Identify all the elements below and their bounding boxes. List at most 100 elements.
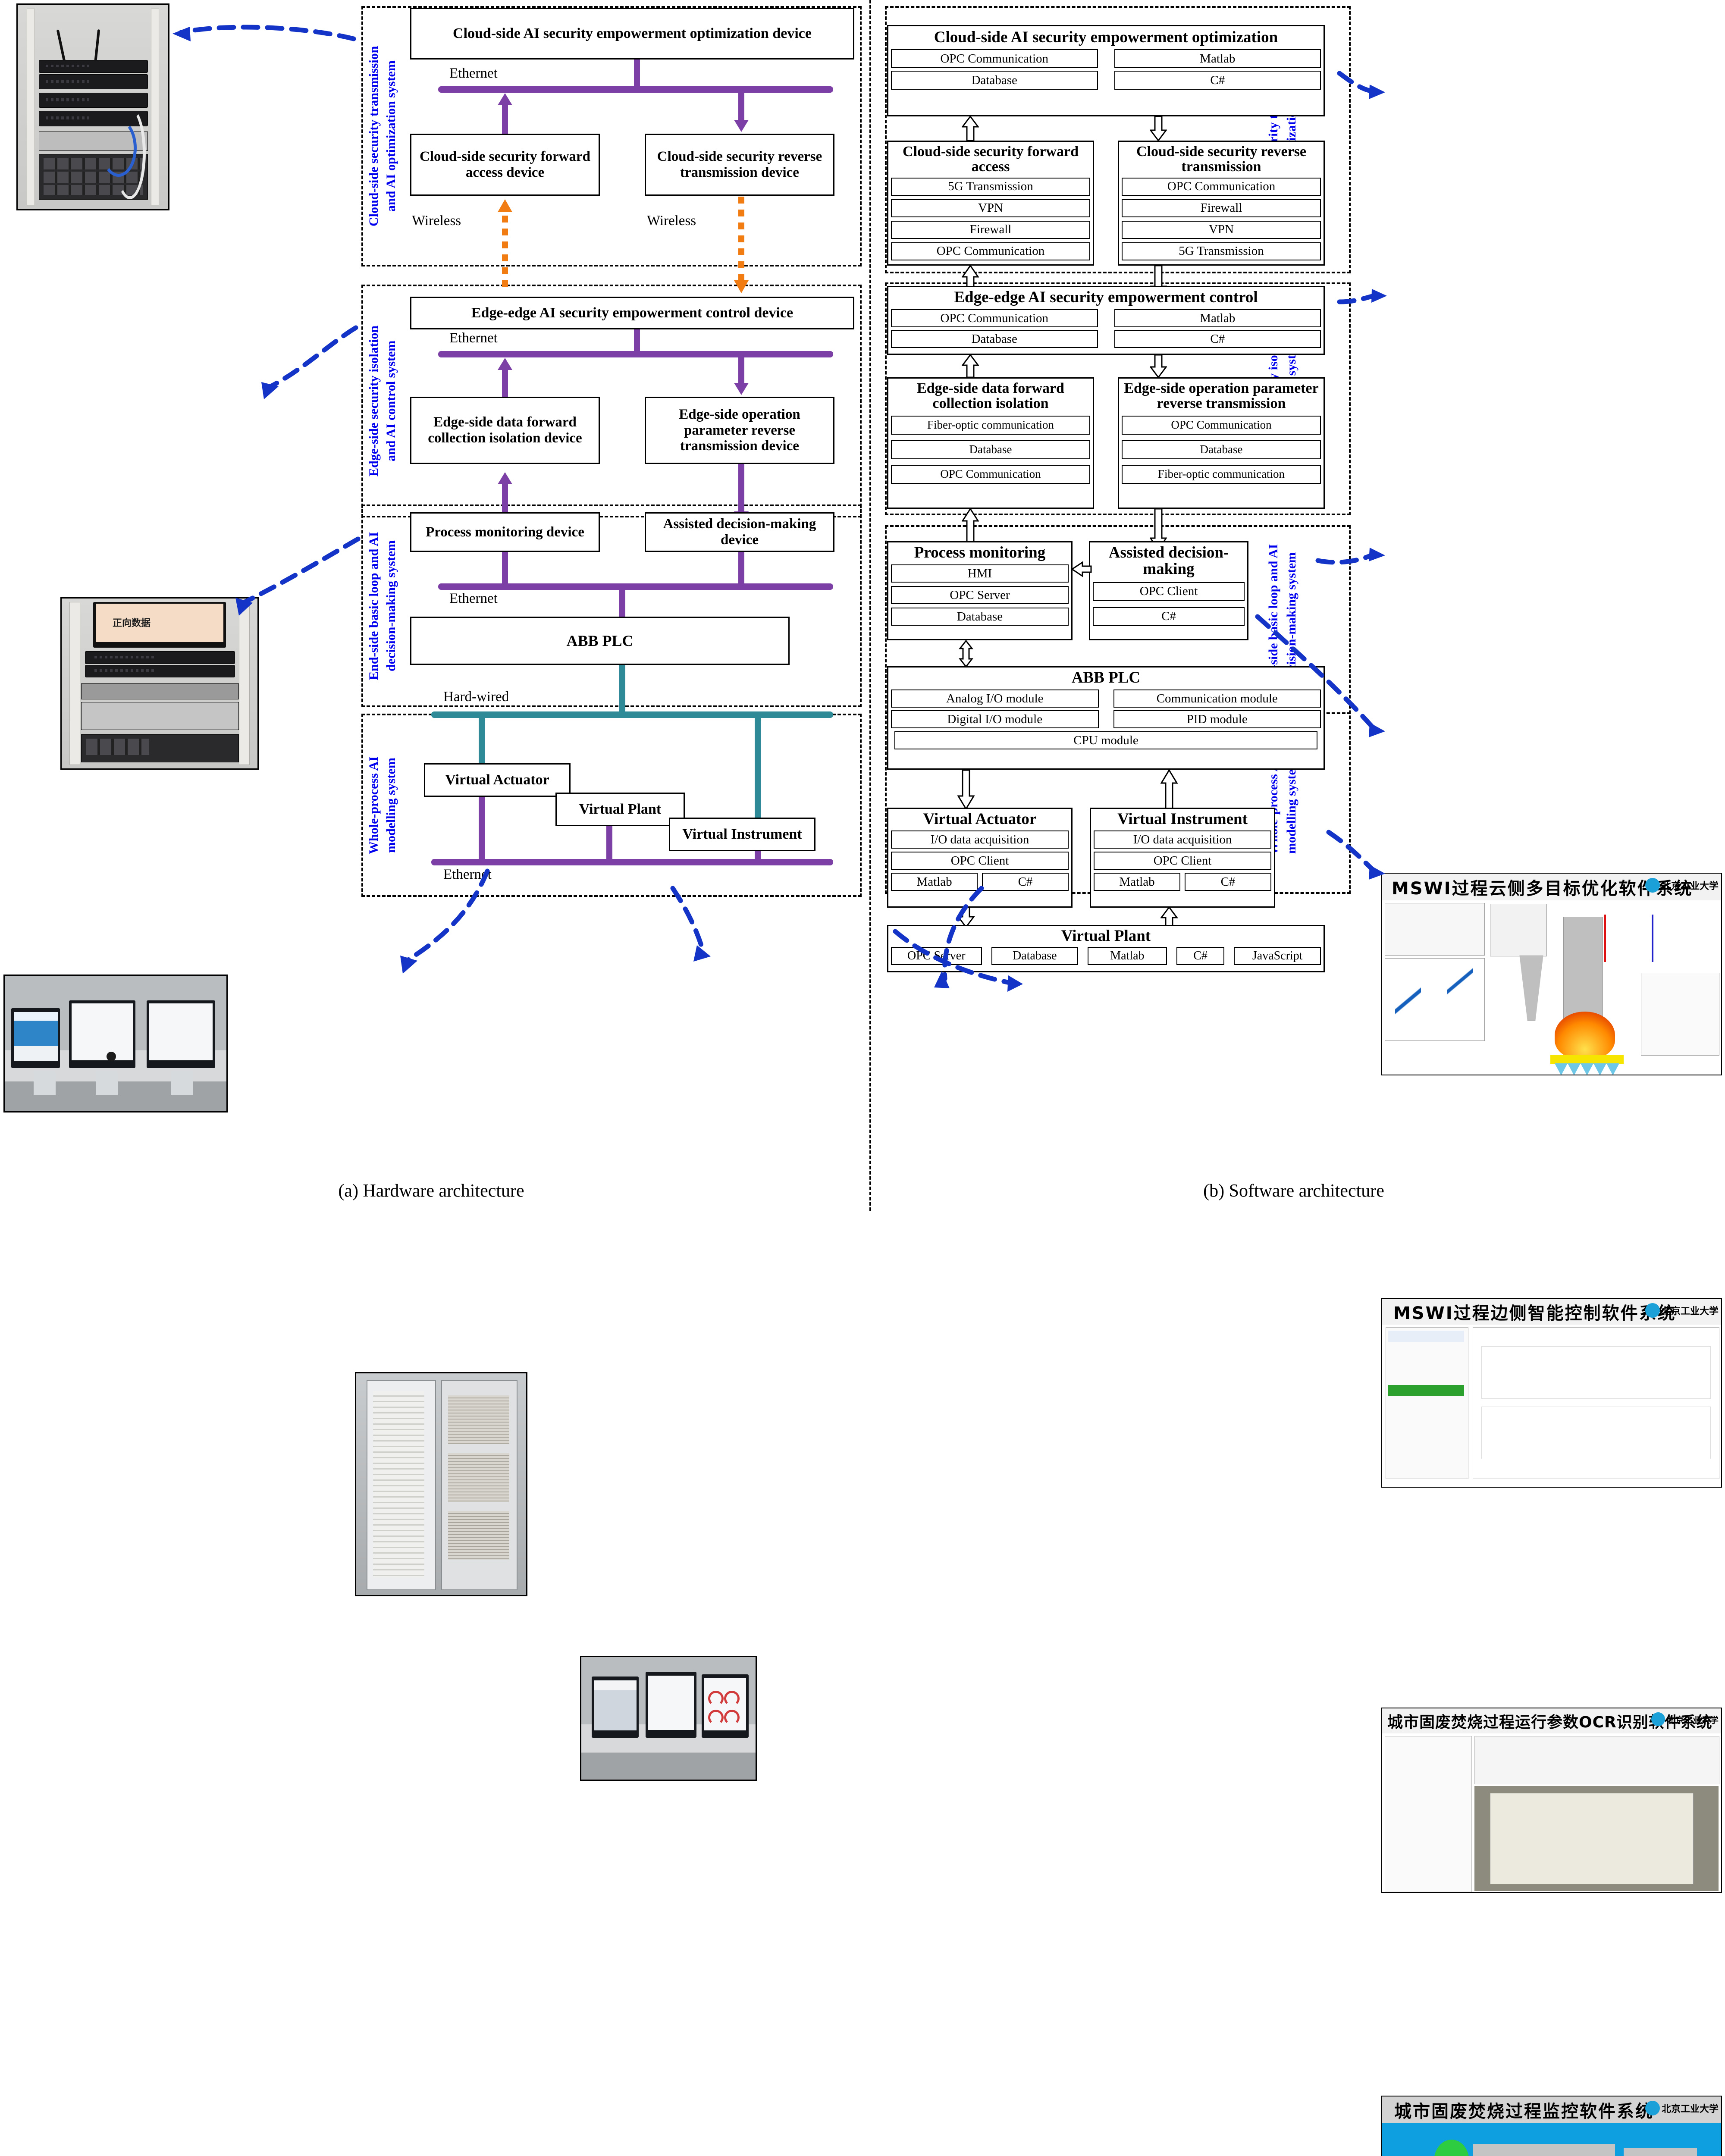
sw-item-plc-cpu[interactable]: CPU module (894, 731, 1318, 750)
sw-item-cloud-fwd-firewall[interactable]: Firewall (891, 220, 1090, 239)
wireless-label-forward-text: Wireless (412, 213, 461, 229)
sw-item-ad-csharp[interactable]: C# (1093, 607, 1245, 626)
sw-item-plc-digital-io[interactable]: Digital I/O module (891, 710, 1099, 729)
sw-item-cloud-ai-matlab[interactable]: Matlab (1114, 49, 1321, 69)
sw-block-virtual-plant[interactable]: Virtual Plant OPC Server Database Matlab… (887, 925, 1325, 972)
sw-block-virtual-actuator[interactable]: Virtual Actuator I/O data acquisition OP… (887, 808, 1073, 908)
connector-edge-reverse-down (738, 356, 744, 384)
control-room-workstations-photo (3, 975, 228, 1112)
screenshot-cloud-multiobjective-title: MSWI过程云侧多目标优化软件系统 (1382, 874, 1721, 900)
sw-block-edge-reverse-transmission[interactable]: Edge-side operation parameter reverse tr… (1118, 377, 1325, 509)
sw-item-vi-opcclient[interactable]: OPC Client (1094, 852, 1271, 870)
sw-item-va-csharp[interactable]: C# (982, 873, 1069, 891)
hw-box-virtual-plant[interactable]: Virtual Plant (555, 793, 685, 826)
sw-item-edge-ai-matlab[interactable]: Matlab (1114, 309, 1321, 328)
sw-item-ad-opcclient[interactable]: OPC Client (1093, 582, 1245, 601)
arrow-down-plc-to-virtual-actuator (957, 769, 975, 810)
university-logo-monitor-shot: 北京工业大学 (1645, 2101, 1719, 2115)
screenshot-ocr-recognition[interactable]: 城市固废焚烧过程运行参数OCR识别软件系统 北京工业大学 (1381, 1708, 1722, 1893)
sw-block-cloud-forward-access[interactable]: Cloud-side security forward access 5G Tr… (887, 141, 1094, 266)
hw-box-cloud-ai-label: Cloud-side AI security empowerment optim… (453, 25, 812, 41)
sw-block-abb-plc[interactable]: ABB PLC Analog I/O module Digital I/O mo… (887, 666, 1325, 770)
sw-block-virtual-instrument[interactable]: Virtual Instrument I/O data acquisition … (1090, 808, 1275, 908)
sw-block-process-monitoring[interactable]: Process monitoring HMI OPC Server Databa… (887, 541, 1073, 640)
sw-item-plc-pid[interactable]: PID module (1113, 710, 1321, 729)
hw-box-assisted-decision-device[interactable]: Assisted decision-making device (645, 512, 834, 552)
caption-hardware-architecture-text: (a) Hardware architecture (338, 1181, 524, 1201)
sw-item-va-io[interactable]: I/O data acquisition (891, 830, 1069, 849)
sw-block-edge-forward-collection[interactable]: Edge-side data forward collection isolat… (887, 377, 1094, 509)
sw-item-edge-fwd-opc[interactable]: OPC Communication (891, 464, 1090, 484)
sw-item-pm-hmi[interactable]: HMI (891, 564, 1069, 583)
sw-item-pm-database[interactable]: Database (891, 608, 1069, 626)
hw-box-virtual-instrument-label: Virtual Instrument (682, 826, 802, 842)
sw-item-cloud-fwd-5g[interactable]: 5G Transmission (891, 177, 1090, 196)
sw-block-cloud-reverse-transmission[interactable]: Cloud-side security reverse transmission… (1118, 141, 1325, 266)
sw-item-cloud-ai-csharp[interactable]: C# (1114, 71, 1321, 90)
sw-item-edge-rev-database[interactable]: Database (1122, 440, 1321, 459)
connector-cloud-reverse-down (738, 91, 744, 121)
hw-box-edge-reverse-transmission[interactable]: Edge-side operation parameter reverse tr… (645, 397, 834, 464)
sw-item-pm-opcserver[interactable]: OPC Server (891, 586, 1069, 605)
sw-item-cloud-rev-opc[interactable]: OPC Communication (1122, 177, 1321, 196)
sw-item-plc-analog-io[interactable]: Analog I/O module (891, 689, 1099, 708)
sw-item-edge-rev-opc[interactable]: OPC Communication (1122, 415, 1321, 435)
sw-item-vp-database[interactable]: Database (991, 947, 1079, 965)
sw-item-cloud-fwd-opc[interactable]: OPC Communication (891, 242, 1090, 260)
sw-item-vp-javascript[interactable]: JavaScript (1234, 947, 1321, 965)
hw-box-virtual-actuator[interactable]: Virtual Actuator (424, 763, 571, 797)
sw-item-cloud-ai-opc[interactable]: OPC Communication (891, 49, 1098, 69)
hw-box-cloud-reverse-transmission[interactable]: Cloud-side security reverse transmission… (645, 134, 834, 196)
sw-item-edge-ai-database[interactable]: Database (891, 330, 1098, 348)
sw-item-vi-matlab[interactable]: Matlab (1094, 873, 1180, 891)
hw-box-process-monitoring-label: Process monitoring device (426, 524, 584, 540)
sw-block-assisted-decision[interactable]: Assisted decision-making OPC Client C# (1089, 541, 1248, 640)
ethernet-bus-end (438, 583, 833, 590)
sw-item-edge-fwd-fiber[interactable]: Fiber-optic communication (891, 415, 1090, 435)
connector-hardwired-to-virtual-instrument (755, 717, 761, 820)
hw-box-virtual-actuator-label: Virtual Actuator (445, 771, 549, 788)
hw-box-edge-forward-label: Edge-side data forward collection isolat… (428, 414, 582, 446)
sw-item-va-opcclient[interactable]: OPC Client (891, 852, 1069, 870)
ethernet-label-end: Ethernet (449, 591, 498, 607)
screenshot-cloud-multiobjective[interactable]: MSWI过程云侧多目标优化软件系统 北京工业大学 (1381, 873, 1722, 1075)
sw-item-vp-csharp[interactable]: C# (1176, 947, 1225, 965)
hw-box-virtual-instrument[interactable]: Virtual Instrument (669, 818, 815, 851)
university-name-cloud-shot: 北京工业大学 (1661, 881, 1719, 892)
plc-control-cabinet-photo (355, 1372, 527, 1596)
ethernet-label-cloud: Ethernet (449, 66, 498, 81)
screenshot-edge-intelligent-control[interactable]: MSWI过程边侧智能控制软件系统 北京工业大学 (1381, 1298, 1722, 1488)
sw-item-edge-ai-csharp[interactable]: C# (1114, 330, 1321, 348)
sw-item-edge-fwd-database[interactable]: Database (891, 440, 1090, 459)
hw-box-edge-forward-collection[interactable]: Edge-side data forward collection isolat… (410, 397, 600, 464)
hw-box-process-monitoring-device[interactable]: Process monitoring device (410, 512, 600, 552)
university-logo-ocr-shot: 北京工业大学 (1651, 1712, 1719, 1726)
hw-box-cloud-forward-access[interactable]: Cloud-side security forward access devic… (410, 134, 600, 196)
sw-item-vp-matlab[interactable]: Matlab (1088, 947, 1167, 965)
screenshot-monitor-title-text: 城市固废焚烧过程监控软件系统 (1394, 2102, 1654, 2122)
group-end-hardware (361, 505, 862, 707)
screenshot-process-monitoring-sw[interactable]: 城市固废焚烧过程监控软件系统 北京工业大学 (1381, 2096, 1722, 2156)
sw-block-edge-ai[interactable]: Edge-edge AI security empowerment contro… (887, 286, 1325, 355)
sw-item-cloud-ai-database[interactable]: Database (891, 71, 1098, 90)
sw-item-cloud-fwd-vpn[interactable]: VPN (891, 199, 1090, 217)
connector-plc-to-hardwired (619, 665, 625, 715)
sw-item-va-matlab[interactable]: Matlab (891, 873, 978, 891)
cloud-server-rack-photo (16, 3, 169, 210)
connector-assisted-to-bus (738, 552, 744, 586)
sw-item-cloud-rev-firewall[interactable]: Firewall (1122, 199, 1321, 217)
ethernet-bus-cloud (438, 86, 833, 93)
arrow-up-edge-forward (498, 358, 512, 370)
hw-box-cloud-reverse-label: Cloud-side security reverse transmission… (657, 149, 822, 180)
hw-box-abb-plc[interactable]: ABB PLC (410, 617, 790, 665)
hw-box-cloud-ai[interactable]: Cloud-side AI security empowerment optim… (410, 8, 854, 60)
sw-item-plc-communication[interactable]: Communication module (1113, 689, 1321, 708)
hw-box-edge-ai[interactable]: Edge-edge AI security empowerment contro… (410, 297, 854, 329)
sw-item-edge-ai-opc[interactable]: OPC Communication (891, 309, 1098, 328)
sw-block-cloud-ai[interactable]: Cloud-side AI security empowerment optim… (887, 25, 1325, 116)
sw-item-cloud-rev-vpn[interactable]: VPN (1122, 220, 1321, 239)
sw-item-vi-csharp[interactable]: C# (1185, 873, 1271, 891)
sw-item-vi-io[interactable]: I/O data acquisition (1094, 830, 1271, 849)
sw-item-edge-rev-fiber[interactable]: Fiber-optic communication (1122, 464, 1321, 484)
sw-item-cloud-rev-5g[interactable]: 5G Transmission (1122, 242, 1321, 260)
